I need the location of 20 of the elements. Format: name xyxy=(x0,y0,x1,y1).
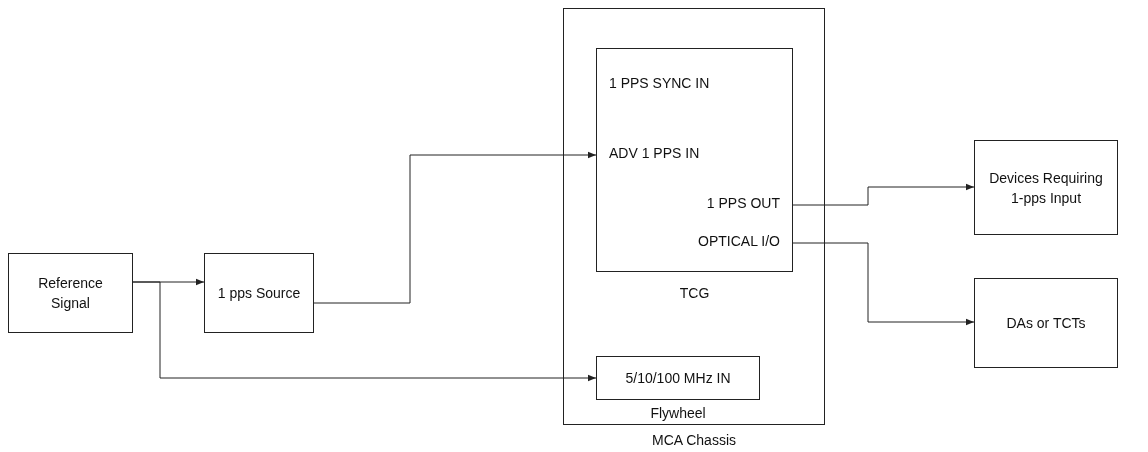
arrow xyxy=(792,242,975,326)
arrow xyxy=(132,281,597,382)
block-caption: Flywheel xyxy=(649,405,707,421)
block-label: Devices Requiring 1-pps Input xyxy=(988,168,1104,208)
arrow xyxy=(313,151,597,304)
block-box xyxy=(974,278,1118,368)
block-box xyxy=(974,140,1118,235)
block-label: Reference Signal xyxy=(37,274,104,313)
block-box xyxy=(204,253,314,333)
block-label: 1 pps Source xyxy=(216,284,302,303)
port-label: OPTICAL I/O xyxy=(698,233,780,249)
arrow xyxy=(792,183,975,206)
block-caption: MCA Chassis xyxy=(651,432,737,448)
port-label: ADV 1 PPS IN xyxy=(609,145,700,161)
block-caption: TCG xyxy=(678,285,711,301)
block-label: DAs or TCTs xyxy=(1005,314,1087,333)
block-label: 5/10/100 MHz IN xyxy=(624,369,732,388)
port-label: 1 PPS SYNC IN xyxy=(609,75,710,91)
block-box xyxy=(8,253,133,333)
port-label: 1 PPS OUT xyxy=(706,195,780,211)
